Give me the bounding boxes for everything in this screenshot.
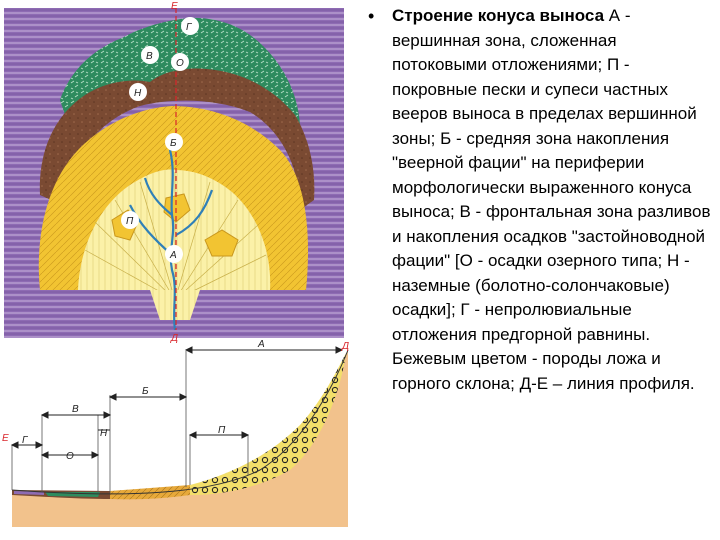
zone-label-b: Б xyxy=(165,133,183,151)
bedrock-area xyxy=(12,350,348,527)
middle-zone-deposits xyxy=(110,485,190,500)
zone-label-a: А xyxy=(165,245,183,263)
zone-label-g: Г xyxy=(181,17,199,35)
ground-surface-line xyxy=(11,349,349,495)
svg-text:В: В xyxy=(146,51,153,62)
svg-text:Б: Б xyxy=(170,138,177,149)
bullet-marker: • xyxy=(368,6,375,26)
profile-point-e: Е xyxy=(2,433,9,444)
fan-private-patch-2 xyxy=(204,229,239,257)
svg-text:О: О xyxy=(176,58,184,69)
caption-paragraph: Строение конуса выноса А - вершинная зон… xyxy=(392,4,714,396)
profile-label-g: Г xyxy=(22,435,29,446)
caption-body: А - вершинная зона, сложенная потоковыми… xyxy=(392,6,711,393)
profile-point-d: Д xyxy=(341,341,349,352)
profile-end-bottom-label: Д xyxy=(170,333,178,344)
caption-block: • Строение конуса выноса А - вершинная з… xyxy=(368,4,714,396)
fan-radial-lines xyxy=(84,172,267,301)
profile-label-o: О xyxy=(66,451,74,462)
svg-text:А: А xyxy=(169,250,177,261)
zone-boundary-lines xyxy=(11,351,249,493)
zone-label-o: О xyxy=(171,53,189,71)
zone-label-v: В xyxy=(141,46,159,64)
caption-title: Строение конуса выноса xyxy=(392,6,605,25)
zone-label-p: П xyxy=(121,211,139,229)
svg-text:Г: Г xyxy=(186,22,193,33)
svg-text:Н: Н xyxy=(134,88,142,99)
apex-deposits xyxy=(190,353,346,495)
fan-apex-zone xyxy=(78,169,271,290)
zone-label-n: Н xyxy=(129,83,147,101)
fan-profile-diagram: А Б В Н Г О П Д Е xyxy=(2,339,349,527)
profile-label-p: П xyxy=(218,425,226,436)
caption-bullet-item: • Строение конуса выноса А - вершинная з… xyxy=(368,4,714,396)
dimension-arrows xyxy=(10,346,344,459)
fan-map-diagram: Е Д Г В О Н Б П А xyxy=(4,1,344,344)
profile-end-top-label: Е xyxy=(171,1,178,12)
profile-label-a: А xyxy=(257,339,265,350)
bog-deposits-area xyxy=(39,68,315,210)
profile-label-v: В xyxy=(72,404,79,415)
profile-label-b: Б xyxy=(142,386,149,397)
svg-text:П: П xyxy=(126,216,134,227)
profile-label-n: Н xyxy=(100,428,108,439)
